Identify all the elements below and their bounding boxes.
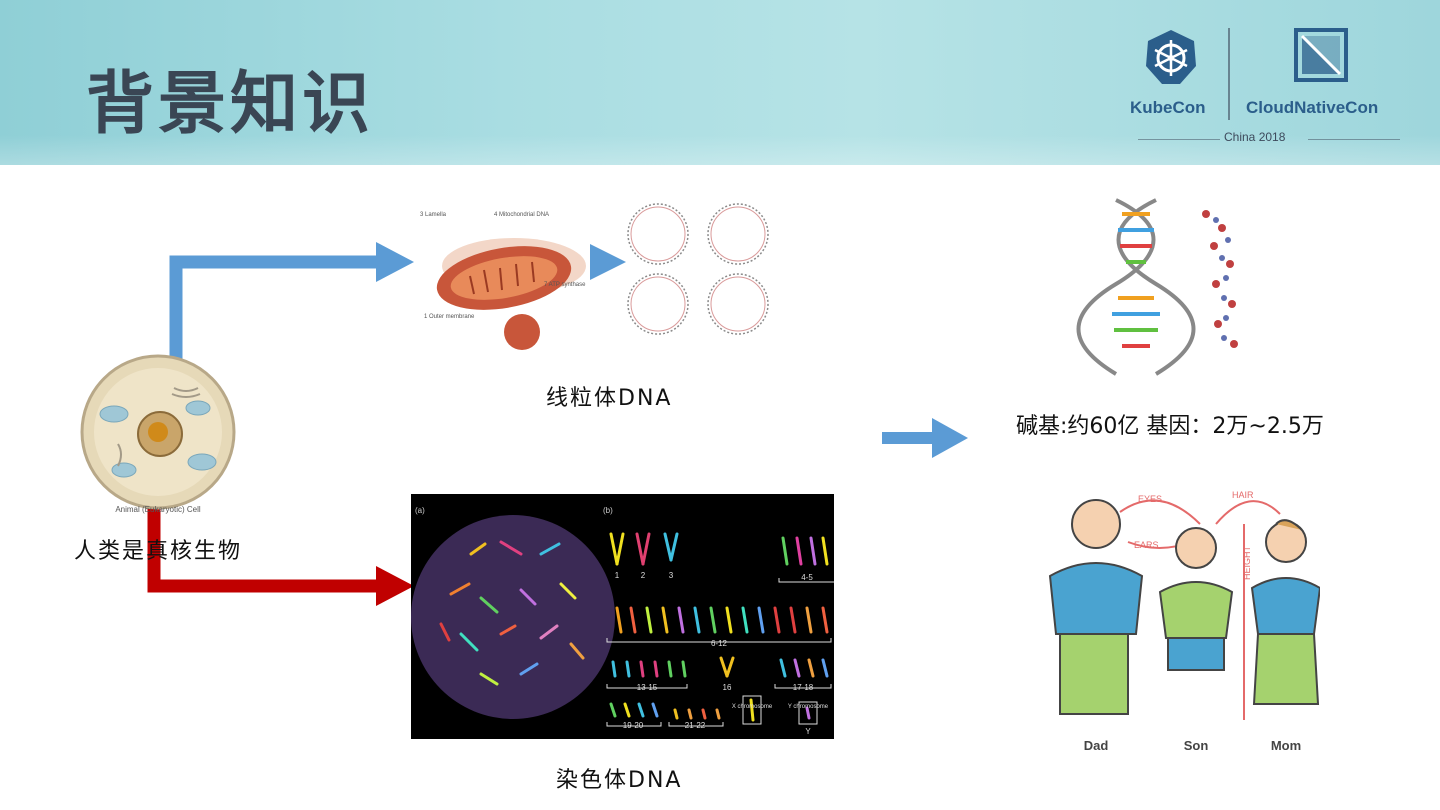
svg-text:4 Mitochondrial DNA: 4 Mitochondrial DNA (494, 212, 549, 218)
person-label: Mom (1271, 738, 1301, 753)
mito-caption: 线粒体DNA (546, 386, 673, 411)
logo-cloudnativecon-text: CloudNativeCon (1246, 98, 1379, 117)
red-arrowhead-chromo (376, 566, 414, 606)
panel-a-label: (a) (415, 506, 425, 515)
dna-ring (707, 203, 769, 265)
chromosome-group-label: 4-5 (801, 573, 813, 582)
trait-label: EYES (1138, 494, 1162, 504)
svg-text:3 Lamella: 3 Lamella (420, 212, 447, 218)
logo-rule-left (1138, 139, 1220, 140)
chromosome-number: 3 (669, 571, 674, 580)
dna-arrow-head (932, 418, 968, 458)
karyotype-image: (a) (b) (411, 494, 834, 739)
cloudnative-icon (1294, 28, 1348, 82)
dna-arrow-stem (882, 432, 934, 444)
person-label: Son (1184, 738, 1209, 753)
trait-label: HAIR (1232, 490, 1254, 500)
dna-caption: 碱基:约60亿 基因：2万~2.5万 (1016, 414, 1324, 439)
chromosome-group-label: 16 (723, 683, 732, 692)
logo-kubecon-text: KubeCon (1130, 98, 1206, 117)
dna-ring (707, 273, 769, 335)
chromosome-group-label: 17-18 (793, 683, 814, 692)
logo-year-text: China 2018 (1224, 130, 1286, 144)
trait-label: EARS (1134, 540, 1159, 550)
kubernetes-icon (1146, 30, 1196, 84)
logo-divider (1228, 28, 1230, 120)
y-chromosome-label: Y chromosome (788, 704, 829, 710)
cell-caption: 人类是真核生物 (74, 539, 243, 564)
svg-text:1 Outer membrane: 1 Outer membrane (424, 314, 475, 320)
svg-text:7 ATP synthase: 7 ATP synthase (544, 282, 586, 288)
blue-elbow-arrow (169, 255, 378, 368)
chromosome-spread: 1 2 3 4-5 6-12 13-15 16 17-18 19-20 21-2… (411, 515, 834, 736)
chromosome-number: 2 (641, 571, 646, 580)
dna-helix-image (1076, 198, 1238, 376)
mitochondrial-dna-rings (627, 203, 769, 335)
blue-arrowhead-mito (376, 242, 414, 282)
trait-label: HEIGHT (1242, 545, 1252, 580)
cell-image-label: Animal (Eukaryotic) Cell (115, 505, 201, 514)
logo-rule-right (1308, 139, 1400, 140)
dna-ring (627, 203, 689, 265)
chromosome-group-label: 6-12 (711, 639, 728, 648)
chromosome-number: 1 (615, 571, 620, 580)
chromosome-group-label: 13-15 (637, 683, 658, 692)
panel-b-label: (b) (603, 506, 613, 515)
mitochondria-image: 3 Lamella 4 Mitochondrial DNA 7 ATP synth… (420, 212, 586, 350)
mito-to-rings-arrow (590, 244, 626, 280)
animal-cell-image: Animal (Eukaryotic) Cell (80, 354, 236, 514)
dna-ring (627, 273, 689, 335)
page-title: 背景知识 (86, 65, 375, 144)
chromo-caption: 染色体DNA (556, 768, 683, 793)
family-inheritance-image: EYES HAIR EARS HEIGHT Dad Son Mom (1048, 490, 1320, 753)
header-banner (0, 0, 1440, 165)
conference-logo: KubeCon CloudNativeCon China 2018 (1120, 22, 1410, 152)
y-chromosome-letter: Y (805, 727, 811, 736)
chromosome-group-label: 19-20 (623, 721, 644, 730)
x-chromosome-label: X chromosome (732, 704, 773, 710)
person-label: Dad (1084, 738, 1109, 753)
chromosome-group-label: 21-22 (685, 721, 706, 730)
